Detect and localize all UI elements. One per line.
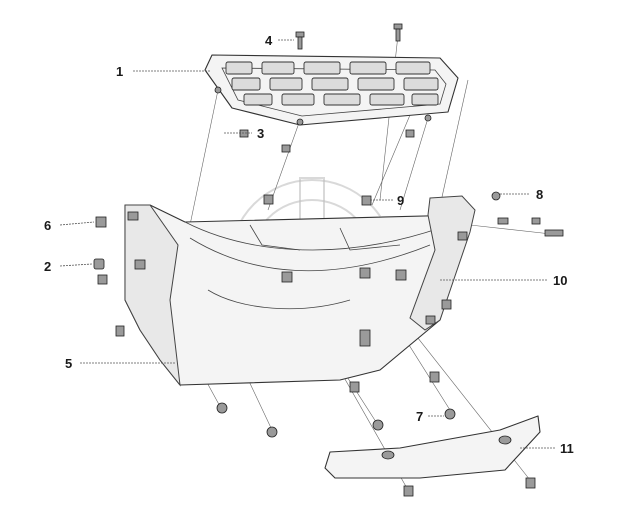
label-part-8: 8 [536, 187, 543, 202]
label-part-9: 9 [397, 193, 404, 208]
part-5-front-cover [115, 204, 471, 387]
part-11-trim-strip [324, 415, 541, 497]
part-9-bracket [263, 194, 372, 206]
label-part-3: 3 [257, 126, 264, 141]
leader-lines [59, 39, 556, 449]
label-part-7: 7 [416, 409, 423, 424]
label-part-10: 10 [553, 273, 567, 288]
label-part-4: 4 [265, 33, 273, 48]
part-7-nut [216, 299, 456, 438]
part-1-grille [204, 54, 459, 126]
part-6-clip [95, 216, 108, 285]
label-part-1: 1 [116, 64, 123, 79]
part-10-side-panel [409, 195, 476, 331]
part-labels: 1 2 3 4 5 6 7 8 9 10 11 [44, 33, 574, 456]
part-2-nut [93, 258, 105, 270]
label-part-6: 6 [44, 218, 51, 233]
part-4-screw [295, 23, 403, 50]
part-8-bolt-set [491, 191, 564, 237]
label-part-2: 2 [44, 259, 51, 274]
label-part-11: 11 [560, 441, 574, 456]
grille-cells [225, 61, 439, 106]
part-3-clip [239, 129, 415, 153]
label-part-5: 5 [65, 356, 72, 371]
